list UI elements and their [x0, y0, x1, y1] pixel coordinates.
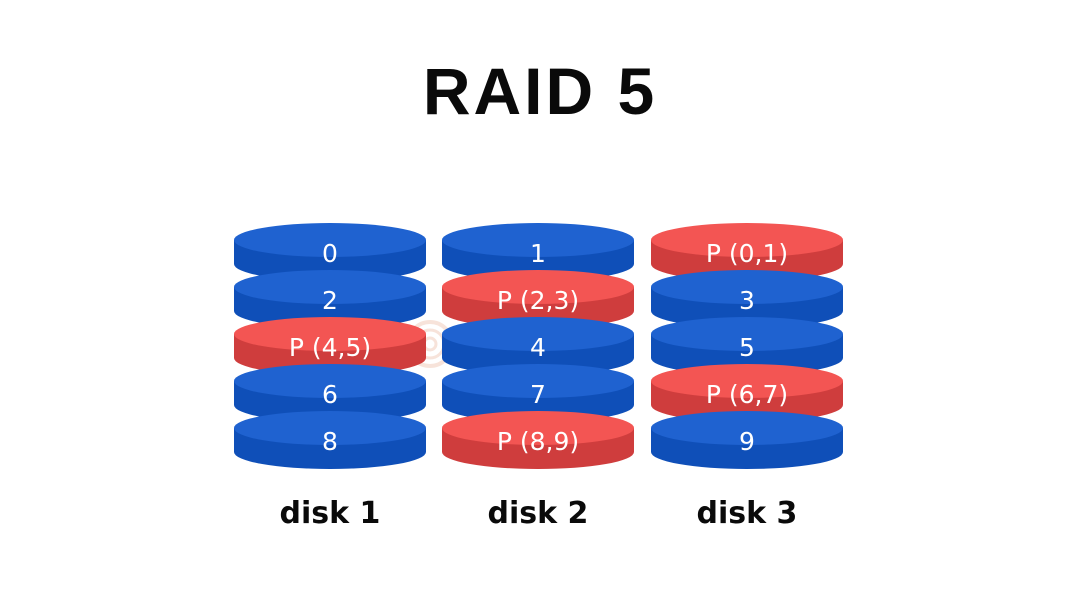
- platter-top: [442, 411, 634, 445]
- disk-label: disk 2: [488, 496, 589, 531]
- platter-top: [651, 223, 843, 257]
- block-label: 9: [739, 427, 755, 456]
- platter-top: [234, 411, 426, 445]
- disk-label: disk 1: [280, 496, 381, 531]
- platter-top: [442, 223, 634, 257]
- parity-block: P (2,3): [442, 270, 634, 328]
- parity-block: P (0,1): [651, 223, 843, 281]
- platter-top: [442, 317, 634, 351]
- block-label: 2: [322, 286, 338, 315]
- platter-top: [651, 364, 843, 398]
- block-label: 0: [322, 239, 338, 268]
- disk-label: disk 3: [697, 496, 798, 531]
- block-label: 6: [322, 380, 338, 409]
- platter-top: [234, 223, 426, 257]
- platter-top: [651, 411, 843, 445]
- platter-top: [651, 270, 843, 304]
- data-block: 9: [651, 411, 843, 469]
- platter-top: [442, 270, 634, 304]
- block-label: 7: [530, 380, 546, 409]
- platter-top: [234, 317, 426, 351]
- diagram-title: RAID 5: [422, 54, 658, 128]
- block-label: P (8,9): [497, 427, 579, 456]
- block-label: 3: [739, 286, 755, 315]
- platter-top: [234, 270, 426, 304]
- platter-top: [651, 317, 843, 351]
- block-label: P (2,3): [497, 286, 579, 315]
- block-label: 8: [322, 427, 338, 456]
- data-block: 5: [651, 317, 843, 375]
- data-block: 6: [234, 364, 426, 422]
- disk-1-stack: 0 2 P (4,5) 6 8 disk 1: [234, 223, 426, 531]
- platter-top: [234, 364, 426, 398]
- data-block: 0: [234, 223, 426, 281]
- parity-block: P (4,5): [234, 317, 426, 375]
- parity-block: P (6,7): [651, 364, 843, 422]
- disk-2-stack: 1 P (2,3) 4 7 P (8,9) disk 2: [442, 223, 634, 531]
- data-block: 7: [442, 364, 634, 422]
- block-label: P (4,5): [289, 333, 371, 362]
- data-block: 1: [442, 223, 634, 281]
- data-block: 2: [234, 270, 426, 328]
- disk-3-stack: P (0,1) 3 5 P (6,7) 9 disk 3: [651, 223, 843, 531]
- block-label: P (6,7): [706, 380, 788, 409]
- platter-top: [442, 364, 634, 398]
- data-block: 8: [234, 411, 426, 469]
- data-block: 4: [442, 317, 634, 375]
- block-label: P (0,1): [706, 239, 788, 268]
- parity-block: P (8,9): [442, 411, 634, 469]
- block-label: 4: [530, 333, 546, 362]
- block-label: 1: [530, 239, 546, 268]
- data-block: 3: [651, 270, 843, 328]
- block-label: 5: [739, 333, 755, 362]
